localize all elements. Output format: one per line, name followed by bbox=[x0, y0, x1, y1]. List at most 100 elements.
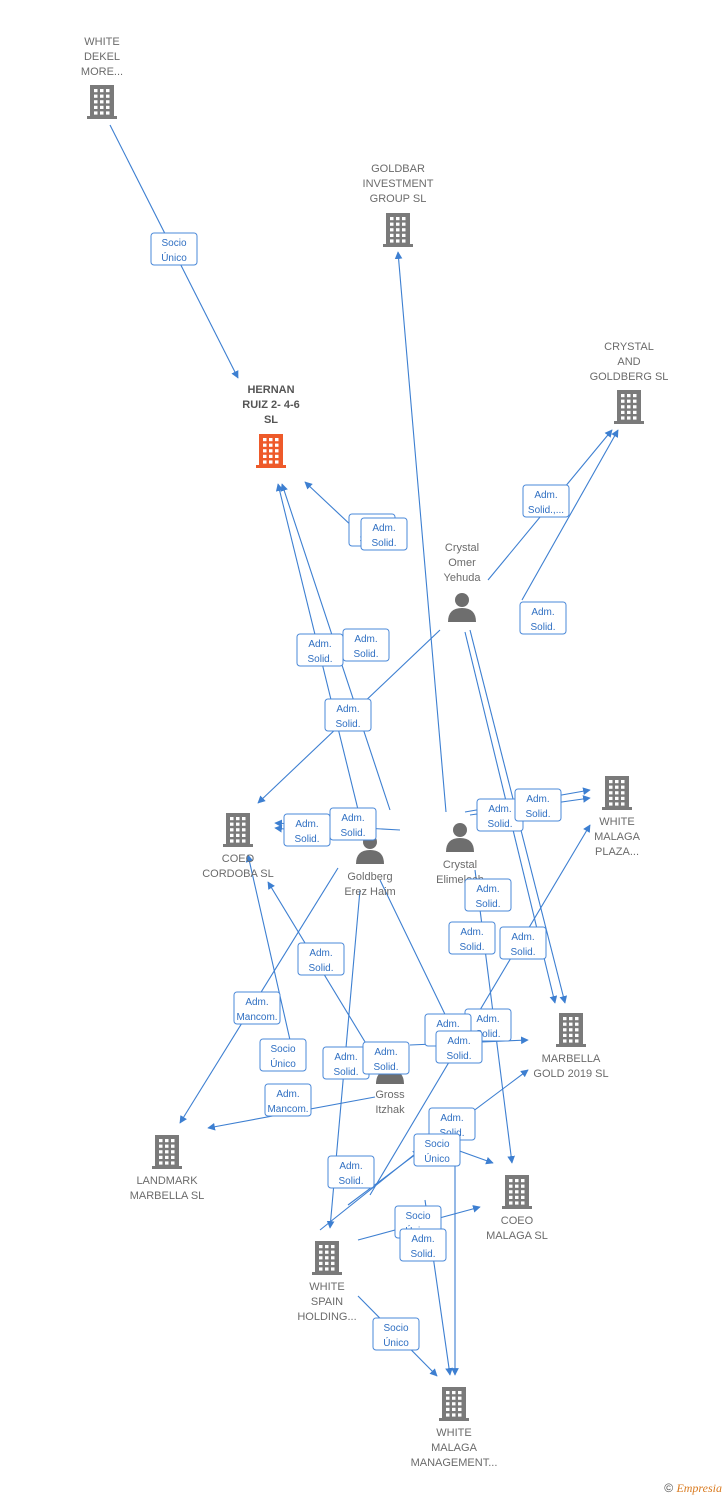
relation-label[interactable]: Adm.Solid. bbox=[296, 633, 344, 667]
edge-labels-layer: SocioÚnicoAdm.Solid.Adm.Solid.,...Adm.So… bbox=[150, 232, 570, 1351]
node-marbella-gold[interactable]: MARBELLA GOLD 2019 SL bbox=[533, 1013, 609, 1080]
relation-label-box[interactable] bbox=[399, 1228, 447, 1262]
relation-label[interactable]: Adm.Solid. bbox=[435, 1030, 483, 1064]
relation-label-box[interactable] bbox=[297, 942, 345, 976]
relation-label-text: Adm. bbox=[476, 1014, 499, 1025]
relation-label-text: Socio bbox=[424, 1139, 449, 1150]
relation-label-text: Solid. bbox=[333, 1067, 358, 1078]
node-label: INVESTMENT bbox=[363, 178, 434, 190]
relation-label-box[interactable] bbox=[233, 991, 281, 1025]
relation-label-text: Adm. bbox=[245, 997, 268, 1008]
relation-label[interactable]: Adm.Solid. bbox=[448, 921, 496, 955]
relation-label[interactable]: Adm.Solid. bbox=[327, 1155, 375, 1189]
node-label: Gross bbox=[375, 1089, 405, 1101]
relation-label-box[interactable] bbox=[413, 1133, 461, 1167]
relation-label[interactable]: Adm.Solid.,... bbox=[522, 484, 570, 518]
relation-label-text: Adm. bbox=[511, 932, 534, 943]
relation-label[interactable]: Adm.Solid. bbox=[329, 807, 377, 841]
relation-label[interactable]: Adm.Solid. bbox=[297, 942, 345, 976]
node-label: MALAGA bbox=[431, 1442, 478, 1454]
relation-label[interactable]: Adm.Solid. bbox=[399, 1228, 447, 1262]
relation-label[interactable]: Adm.Solid. bbox=[342, 628, 390, 662]
relation-label[interactable]: Adm. Solid. bbox=[283, 813, 331, 847]
node-label: MARBELLA bbox=[542, 1053, 601, 1065]
relation-label[interactable]: Adm. Solid. bbox=[514, 788, 562, 822]
relation-label-box[interactable] bbox=[519, 601, 567, 635]
relation-label-box[interactable] bbox=[514, 788, 562, 822]
relation-label[interactable]: Adm.Solid. bbox=[519, 601, 567, 635]
relation-label-text: Único bbox=[424, 1152, 450, 1165]
node-label: WHITE bbox=[309, 1281, 344, 1293]
node-label: GOLD 2019 SL bbox=[533, 1068, 608, 1080]
relation-label-box[interactable] bbox=[324, 698, 372, 732]
relation-label-box[interactable] bbox=[372, 1317, 420, 1351]
relation-label-box[interactable] bbox=[296, 633, 344, 667]
relation-label-text: Adm. bbox=[531, 607, 554, 618]
footer-brand[interactable]: © Empresia bbox=[664, 1481, 722, 1496]
relation-label-box[interactable] bbox=[150, 232, 198, 266]
relation-label[interactable]: Adm.Solid. bbox=[476, 798, 524, 832]
relation-label[interactable]: Adm.Mancom. bbox=[233, 991, 281, 1025]
relation-label-box[interactable] bbox=[327, 1155, 375, 1189]
relation-label-text: Adm. bbox=[339, 1161, 362, 1172]
node-white-malaga-mgmt[interactable]: WHITEMALAGAMANAGEMENT... bbox=[411, 1387, 498, 1469]
relation-label-text: Solid. bbox=[294, 834, 319, 845]
relation-label-text: Solid. bbox=[525, 809, 550, 820]
copyright-symbol: © bbox=[664, 1481, 674, 1495]
relation-label-text: Socio bbox=[383, 1323, 408, 1334]
relation-label[interactable]: Adm.Solid. bbox=[464, 878, 512, 912]
relation-label-box[interactable] bbox=[264, 1083, 312, 1117]
relation-edge bbox=[521, 429, 619, 601]
relation-label-box[interactable] bbox=[259, 1038, 307, 1072]
relation-label-box[interactable] bbox=[448, 921, 496, 955]
relation-label-text: Adm. bbox=[334, 1052, 357, 1063]
relation-edge bbox=[394, 251, 447, 813]
node-label: AND bbox=[617, 356, 640, 368]
relation-label[interactable]: Adm.Solid. bbox=[360, 517, 408, 551]
relation-label[interactable]: Adm.Solid. bbox=[499, 926, 547, 960]
relation-label-box[interactable] bbox=[464, 878, 512, 912]
relation-label-text: Solid. bbox=[373, 1062, 398, 1073]
relation-label-text: Adm. bbox=[374, 1047, 397, 1058]
relation-label-text: Solid. bbox=[335, 719, 360, 730]
relation-label-box[interactable] bbox=[522, 484, 570, 518]
relation-label[interactable]: Adm. Solid. bbox=[324, 698, 372, 732]
node-label: CRYSTAL bbox=[604, 341, 654, 353]
building-icon bbox=[439, 1387, 469, 1421]
relation-label[interactable]: Adm.Mancom. bbox=[264, 1083, 312, 1117]
relation-label-box[interactable] bbox=[329, 807, 377, 841]
node-white-dekel[interactable]: WHITEDEKELMORE... bbox=[81, 36, 123, 119]
relation-label-box[interactable] bbox=[360, 517, 408, 551]
node-label: MALAGA bbox=[594, 831, 641, 843]
node-white-spain[interactable]: WHITESPAINHOLDING... bbox=[297, 1241, 357, 1323]
node-label: COEO bbox=[222, 853, 255, 865]
relation-label-box[interactable] bbox=[362, 1041, 410, 1075]
relation-label-text: Adm. bbox=[309, 948, 332, 959]
relation-label-box[interactable] bbox=[499, 926, 547, 960]
relation-label-text: Único bbox=[161, 251, 187, 264]
relation-label-text: Adm. bbox=[336, 704, 359, 715]
relation-label-text: Adm. bbox=[526, 794, 549, 805]
relation-label-text: Solid.,... bbox=[528, 505, 564, 516]
relation-label-box[interactable] bbox=[435, 1030, 483, 1064]
relation-label[interactable]: Adm. Solid. bbox=[322, 1046, 370, 1080]
node-white-malaga-plaza[interactable]: WHITEMALAGAPLAZA... bbox=[594, 776, 641, 858]
empresia-logo: Empresia bbox=[676, 1481, 722, 1495]
node-label: DEKEL bbox=[84, 51, 120, 63]
relation-label[interactable]: Adm. Solid. bbox=[362, 1041, 410, 1075]
relation-label-text: Adm. bbox=[295, 819, 318, 830]
